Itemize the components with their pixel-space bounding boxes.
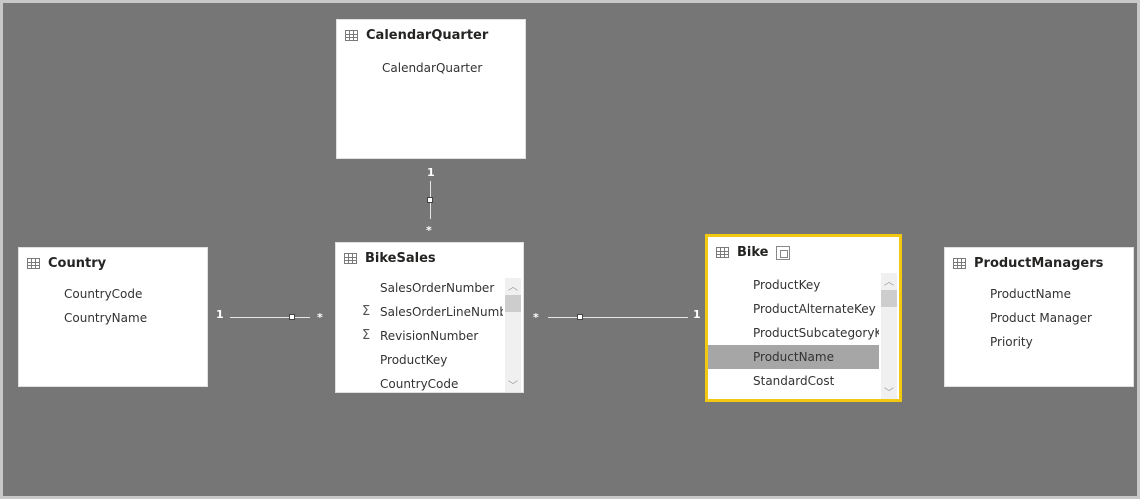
field-item[interactable]: CalendarQuarter	[382, 61, 483, 75]
chevron-up-icon[interactable]: ︿	[508, 282, 518, 293]
sigma-icon: Σ	[362, 304, 371, 319]
table-title: Bike	[737, 245, 769, 260]
field-item[interactable]: StandardCost	[753, 374, 835, 388]
table-country[interactable]: Country CountryCode CountryName	[18, 247, 208, 387]
table-grid-icon	[953, 258, 966, 269]
field-item[interactable]: ProductKey	[380, 353, 448, 367]
field-item[interactable]: CountryCode	[64, 287, 143, 301]
chevron-down-icon[interactable]: ﹀	[508, 381, 518, 392]
table-title: Country	[48, 256, 107, 271]
scrollbar[interactable]: ︿﹀	[505, 278, 521, 392]
cardinality-many: *	[317, 311, 323, 324]
filter-direction-marker	[577, 314, 583, 320]
field-item-selected[interactable]: ProductName	[708, 345, 879, 369]
field-item[interactable]: ProductAlternateKey	[753, 302, 876, 316]
table-grid-icon	[345, 30, 358, 41]
cardinality-one: 1	[693, 308, 701, 321]
hidden-view-icon[interactable]	[776, 245, 791, 260]
field-item[interactable]: ProductKey	[753, 278, 821, 292]
field-item[interactable]: ProductName	[990, 287, 1071, 301]
table-grid-icon	[716, 247, 729, 258]
sigma-icon: Σ	[362, 328, 371, 343]
filter-direction-marker	[289, 314, 295, 320]
table-product-managers[interactable]: ProductManagers ProductName Product Mana…	[944, 247, 1134, 387]
table-title: BikeSales	[365, 251, 436, 266]
table-calendar-quarter[interactable]: CalendarQuarter CalendarQuarter	[336, 19, 526, 159]
field-item[interactable]: CountryCode	[380, 377, 459, 391]
scrollbar[interactable]: ︿﹀	[881, 273, 897, 399]
table-grid-icon	[344, 253, 357, 264]
field-item[interactable]: CountryName	[64, 311, 148, 325]
field-item[interactable]: ProductSubcategoryK	[753, 326, 879, 340]
chevron-up-icon[interactable]: ︿	[884, 277, 894, 288]
table-grid-icon	[27, 258, 40, 269]
table-title: ProductManagers	[974, 256, 1104, 271]
cardinality-many: *	[426, 224, 432, 237]
cardinality-many: *	[533, 311, 539, 324]
field-item[interactable]: Product Manager	[990, 311, 1092, 325]
cardinality-one: 1	[216, 308, 224, 321]
table-bike[interactable]: Bike ProductKey ProductAlternateKey Prod…	[705, 234, 902, 402]
field-item[interactable]: SalesOrderNumber	[380, 281, 495, 295]
filter-direction-marker	[427, 197, 433, 203]
table-title: CalendarQuarter	[366, 28, 489, 43]
chevron-down-icon[interactable]: ﹀	[884, 388, 894, 399]
field-item[interactable]: Priority	[990, 335, 1033, 349]
cardinality-one: 1	[427, 166, 435, 179]
